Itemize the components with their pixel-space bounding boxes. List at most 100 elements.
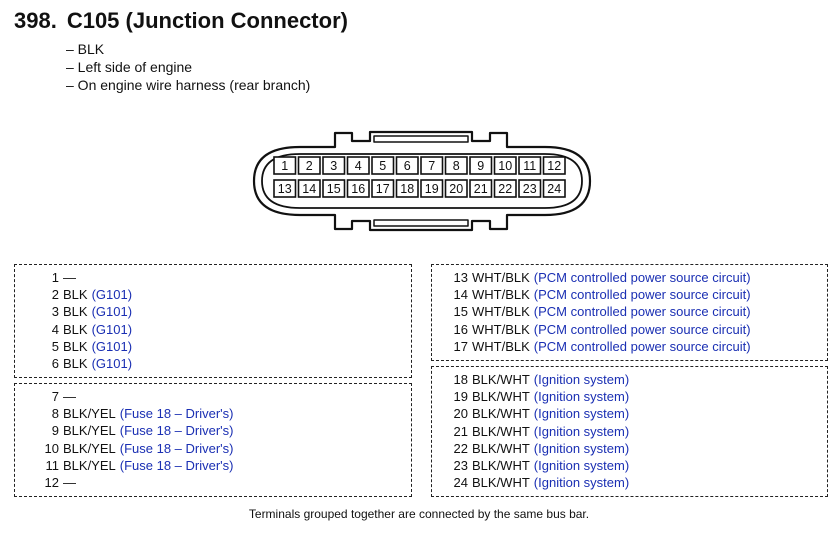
terminal-number: 12 — [44, 475, 59, 491]
circuit-description: (Ignition system) — [533, 406, 630, 422]
circuit-description: (Fuse 18 – Driver's) — [119, 440, 234, 456]
terminal-number: 17 — [453, 338, 468, 354]
terminal-label: 18 — [400, 182, 414, 196]
terminal-cavity — [518, 156, 542, 175]
wire-color: BLK — [63, 338, 88, 354]
circuit-description: (Ignition system) — [533, 440, 630, 456]
wire-color: BLK/YEL — [63, 423, 116, 439]
terminal-label: 11 — [523, 159, 536, 173]
wire-color: WHT/BLK — [472, 287, 530, 303]
circuit-description: (Fuse 18 – Driver's) — [119, 406, 234, 422]
connector-housing — [252, 130, 592, 232]
terminal-number: 13 — [453, 270, 468, 285]
terminal-label: 22 — [498, 182, 512, 196]
terminal-number: 18 — [453, 372, 468, 387]
terminal-number: 4 — [51, 321, 59, 337]
terminal-label: 3 — [330, 159, 337, 173]
circuit-description: (PCM controlled power source circuit) — [533, 321, 751, 337]
circuit-description: (G101) — [91, 304, 133, 320]
terminal-number: 3 — [51, 304, 59, 320]
circuit-description: (Fuse 18 – Driver's) — [119, 457, 234, 473]
detail-color: – BLK — [66, 41, 105, 57]
terminal-number: 19 — [453, 389, 468, 405]
terminal-number: 9 — [51, 423, 59, 439]
terminal-cavity — [469, 156, 493, 175]
circuit-description: (Fuse 18 – Driver's) — [119, 423, 234, 439]
wire-color: WHT/BLK — [472, 338, 530, 354]
wire-color: — — [63, 389, 76, 404]
circuit-description: (Ignition system) — [533, 423, 630, 439]
terminal-number: 5 — [51, 338, 59, 354]
terminal-label: 7 — [428, 159, 435, 173]
terminal-number: 8 — [51, 406, 59, 422]
terminal-cavity — [420, 156, 444, 175]
connector-inner-outline — [261, 153, 583, 209]
terminal-row: 1— — [15, 269, 411, 286]
terminal-cavity — [371, 156, 395, 175]
terminal-row: 12— — [15, 474, 411, 491]
circuit-description: (Ignition system) — [533, 389, 630, 405]
terminal-cavity — [273, 156, 297, 175]
terminal-cavity — [273, 179, 297, 198]
circuit-description: (PCM controlled power source circuit) — [533, 304, 751, 320]
terminal-number: 20 — [453, 406, 468, 422]
terminal-label: 12 — [547, 159, 561, 173]
terminal-label: 23 — [523, 182, 537, 196]
terminal-cavity — [322, 156, 346, 175]
terminal-number: 1 — [51, 270, 59, 285]
wire-color: WHT/BLK — [472, 270, 530, 285]
terminal-cavity — [493, 156, 517, 175]
page-title: 398.C105 (Junction Connector) — [14, 8, 358, 34]
wire-color: BLK — [63, 356, 88, 372]
terminal-cavity — [542, 156, 566, 175]
wire-color: BLK/WHT — [472, 440, 530, 456]
wire-color: — — [63, 270, 76, 285]
connector-details: – BLK – Left side of engine – On engine … — [66, 40, 310, 94]
terminal-cavity — [493, 179, 517, 198]
terminal-label: 21 — [474, 182, 488, 196]
terminal-number: 21 — [453, 423, 468, 439]
terminal-row: 18 BLK/WHT(Ignition system) — [432, 371, 827, 388]
terminal-number: 7 — [51, 389, 59, 404]
terminal-label: 10 — [498, 159, 512, 173]
terminal-cavity — [322, 179, 346, 198]
terminal-label: 9 — [477, 159, 484, 173]
terminal-number: 22 — [453, 440, 468, 456]
wire-color: WHT/BLK — [472, 321, 530, 337]
terminal-number: 2 — [51, 287, 59, 303]
wire-color: BLK/WHT — [472, 372, 530, 387]
circuit-description: (Ignition system) — [533, 372, 630, 387]
terminal-cavity — [444, 156, 468, 175]
wire-color: BLK — [63, 287, 88, 303]
terminal-label: 5 — [379, 159, 386, 173]
terminal-number: 15 — [453, 304, 468, 320]
circuit-description: (G101) — [91, 338, 133, 354]
detail-location: – Left side of engine — [66, 59, 193, 75]
wire-color: WHT/BLK — [472, 304, 530, 320]
terminal-cavity — [346, 179, 370, 198]
terminal-label: 6 — [404, 159, 411, 173]
terminal-cavity — [444, 179, 468, 198]
wire-color: BLK/WHT — [472, 389, 530, 405]
terminal-cavity — [297, 179, 321, 198]
terminal-cavity — [518, 179, 542, 198]
